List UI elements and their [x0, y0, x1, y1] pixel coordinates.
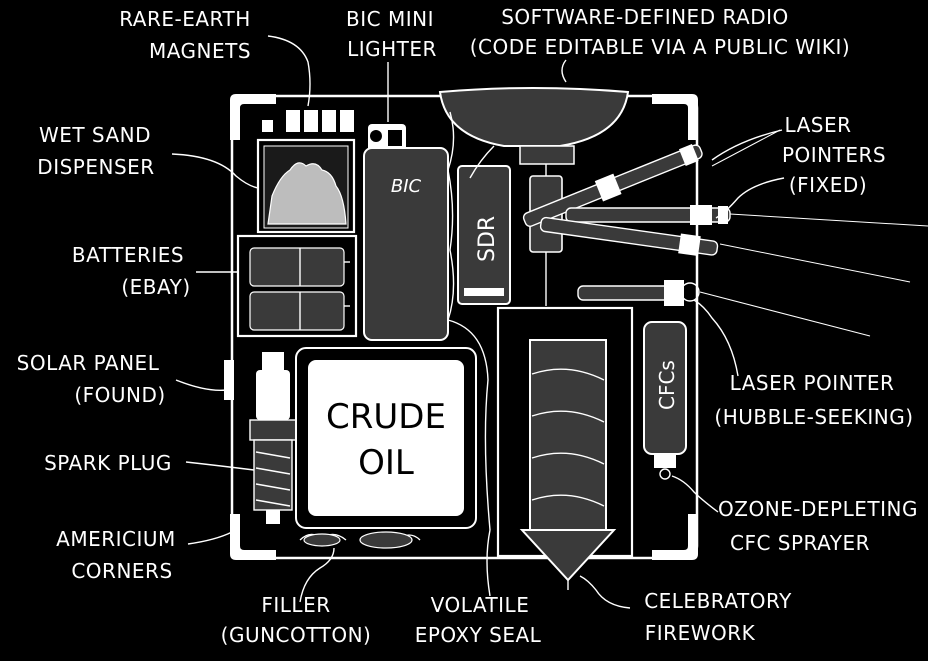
- label-laser-1: LASER: [784, 113, 851, 137]
- label-laser-3: (FIXED): [789, 173, 867, 197]
- spark-plug: [250, 352, 296, 524]
- label-epoxy-1: VOLATILE: [431, 593, 530, 617]
- wet-sand-dispenser: [258, 140, 354, 232]
- label-filler-1: FILLER: [261, 593, 330, 617]
- label-spark-plug: SPARK PLUG: [44, 451, 172, 475]
- label-solar-2: (FOUND): [74, 383, 165, 407]
- label-epoxy-2: EPOXY SEAL: [415, 623, 542, 647]
- label-sdr-2: (CODE EDITABLE VIA A PUBLIC WIKI): [470, 35, 850, 59]
- label-hubble-2: (HUBBLE-SEEKING): [714, 405, 913, 429]
- label-americium-1: AMERICIUM: [56, 527, 176, 551]
- label-firework-1: CELEBRATORY: [644, 589, 792, 613]
- label-americium-2: CORNERS: [71, 559, 172, 583]
- label-bic-2: LIGHTER: [347, 37, 437, 61]
- label-rare-earth-1: RARE-EARTH: [119, 7, 251, 31]
- label-wet-sand-1: WET SAND: [39, 123, 151, 147]
- label-filler-2: (GUNCOTTON): [221, 623, 372, 647]
- label-ozone-1: OZONE-DEPLETING: [718, 497, 918, 521]
- label-laser-2: POINTERS: [782, 143, 886, 167]
- label-firework-2: FIREWORK: [645, 621, 756, 645]
- label-sdr-1: SOFTWARE-DEFINED RADIO: [501, 5, 789, 29]
- solar-panel-edge: [224, 360, 234, 400]
- label-solar-1: SOLAR PANEL: [17, 351, 160, 375]
- label-batteries-2: (EBAY): [121, 275, 190, 299]
- batteries: [238, 236, 356, 336]
- label-bic-1: BIC MINI: [346, 7, 434, 31]
- crude-oil-line-2: OIL: [358, 443, 414, 483]
- label-batteries-1: BATTERIES: [72, 243, 184, 267]
- sdr-label: SDR: [475, 216, 500, 262]
- label-hubble-1: LASER POINTER: [730, 371, 895, 395]
- bic-logo: BIC: [391, 176, 422, 197]
- bic-mini-lighter: BIC: [364, 124, 448, 340]
- crude-oil-line-1: CRUDE: [326, 397, 446, 437]
- label-wet-sand-2: DISPENSER: [37, 155, 154, 179]
- cfcs-label: CFCs: [655, 360, 679, 410]
- crude-oil-container: CRUDE OIL: [296, 348, 476, 528]
- label-rare-earth-2: MAGNETS: [149, 39, 251, 63]
- label-ozone-2: CFC SPRAYER: [730, 531, 870, 555]
